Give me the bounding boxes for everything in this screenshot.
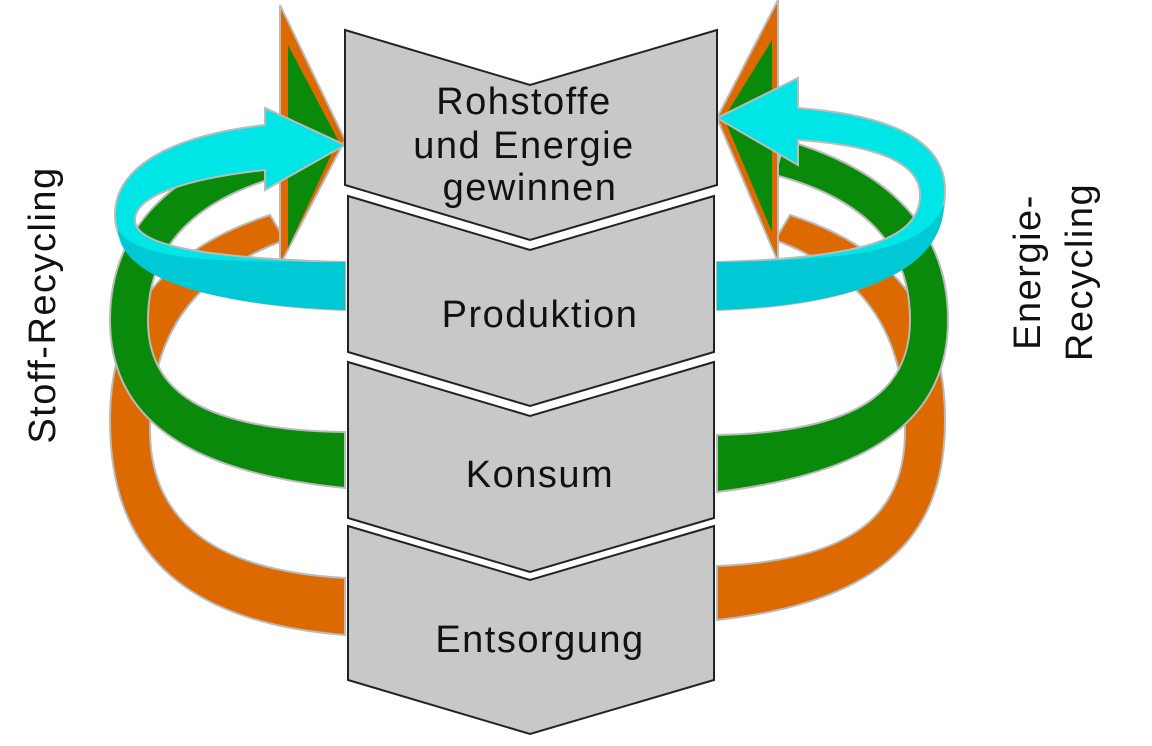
stage-chevron-2 [347, 194, 715, 408]
cyan-loop-right-shade [717, 205, 944, 310]
stage-4-label: Entsorgung [435, 619, 644, 661]
cyan-loop-left-shade [118, 230, 345, 310]
energie-recycling-label-line-1: Energie- [1007, 194, 1049, 350]
stage-chevron-4 [347, 524, 715, 736]
stage-1-line-3: gewinnen [443, 167, 618, 209]
stage-1-line-1: Rohstoffe [436, 81, 611, 123]
stoff-recycling-label: Stoff-Recycling [22, 166, 64, 443]
energie-recycling-label-line-2: Recycling [1059, 183, 1101, 361]
stage-1-line-2: und Energie [413, 125, 634, 167]
stage-chevron-1 [344, 28, 718, 242]
stage-3-label: Konsum [466, 454, 614, 496]
stage-2-label: Produktion [442, 294, 639, 336]
orange-loop-right [716, 213, 947, 622]
stage-chevron-3 [347, 360, 715, 574]
orange-loop-left [108, 213, 346, 637]
stage-1-label: Rohstoffe und Energie gewinnen [413, 81, 647, 209]
